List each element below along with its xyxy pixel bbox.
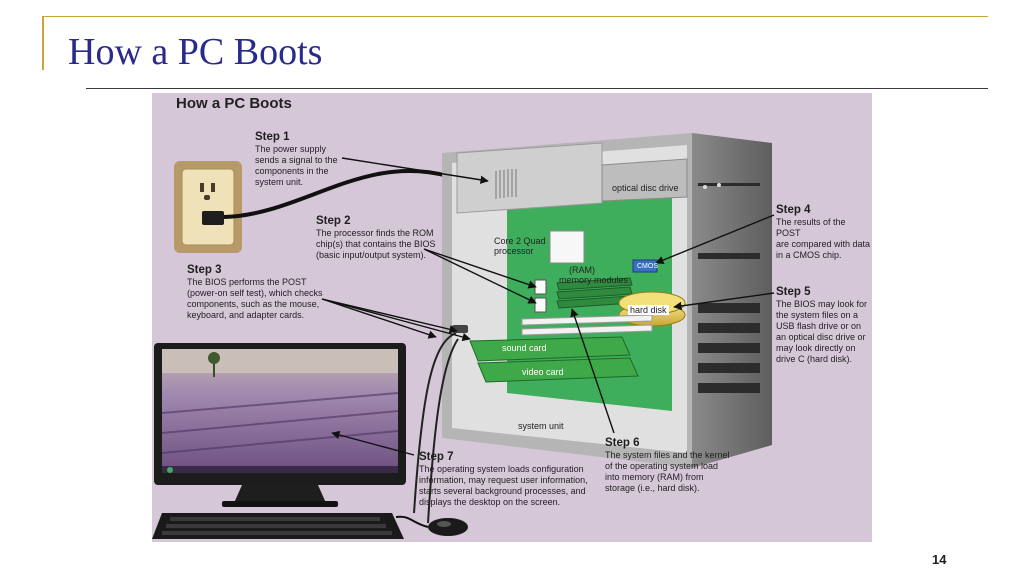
step-5-line: may look directly on — [776, 343, 856, 353]
accent-line-top — [42, 16, 988, 17]
step-1-line: The power supply — [255, 144, 327, 154]
step-2-line: chip(s) that contains the BIOS — [316, 239, 436, 249]
label-processor-line2: processor — [494, 246, 534, 256]
step-3-line: (power-on self test), which checks — [187, 288, 323, 298]
processor-chip — [549, 230, 585, 264]
label-video-card: video card — [522, 367, 564, 377]
step-6-line: of the operating system load — [605, 461, 719, 471]
step-5: Step 5 The BIOS may look for the system … — [776, 285, 872, 365]
step-5-line: an optical disc drive or — [776, 332, 866, 342]
diagram-artwork — [152, 133, 775, 539]
step-1-line: components in the — [255, 166, 329, 176]
step-4-line: in a CMOS chip. — [776, 250, 842, 260]
step-7-line: starts several background processes, and — [419, 486, 586, 496]
step-7-title: Step 7 — [419, 451, 454, 463]
step-1-line: sends a signal to the — [255, 155, 338, 165]
cmos-chip — [632, 259, 658, 273]
optical-drive — [601, 158, 688, 202]
step-5-line: drive C (hard disk). — [776, 354, 853, 364]
label-processor-line1: Core 2 Quad — [494, 236, 546, 246]
rom-chip — [534, 279, 547, 295]
step-3-line: The BIOS performs the POST — [187, 277, 307, 287]
step-2-title: Step 2 — [316, 215, 351, 227]
boot-diagram: How a PC Boots optical disc drive Core 2… — [152, 93, 872, 542]
label-system-unit: system unit — [518, 421, 564, 431]
power-cord — [223, 169, 449, 219]
step-7: Step 7 The operating system loads config… — [419, 450, 599, 508]
step-6-line: The system files and the kernel — [605, 450, 730, 460]
step-7-line: displays the desktop on the screen. — [419, 497, 561, 507]
step-2: Step 2 The processor finds the ROM chip(… — [316, 214, 466, 261]
step-6: Step 6 The system files and the kernel o… — [605, 436, 755, 494]
step-6-line: storage (i.e., hard disk). — [605, 483, 700, 493]
title-rule — [86, 88, 988, 89]
sound-card — [469, 336, 631, 362]
label-optical-drive: optical disc drive — [612, 183, 679, 193]
step-4-line: The results of the POST — [776, 217, 846, 238]
step-3: Step 3 The BIOS performs the POST (power… — [187, 263, 347, 321]
label-hard-disk: hard disk — [628, 305, 669, 315]
step-4: Step 4 The results of the POST are compa… — [776, 203, 872, 261]
rom-chip — [534, 297, 547, 313]
step-3-title: Step 3 — [187, 264, 222, 276]
accent-line-left — [42, 16, 44, 70]
label-ram-line2: memory modules — [559, 275, 629, 285]
video-card — [477, 357, 639, 383]
mouse-icon — [395, 515, 468, 536]
system-unit-case — [442, 133, 772, 468]
step-2-line: The processor finds the ROM — [316, 228, 434, 238]
step-7-line: The operating system loads configuration — [419, 464, 584, 474]
step-6-line: into memory (RAM) from — [605, 472, 704, 482]
step-5-line: The BIOS may look for — [776, 299, 868, 309]
step-3-line: keyboard, and adapter cards. — [187, 310, 305, 320]
keyboard-icon — [152, 513, 404, 539]
step-7-line: information, may request user informatio… — [419, 475, 588, 485]
step-1-line: system unit. — [255, 177, 304, 187]
label-ram-line1: (RAM) — [569, 265, 595, 275]
label-sound-card: sound card — [502, 343, 547, 353]
step-1: Step 1 The power supply sends a signal t… — [255, 130, 365, 188]
monitor-icon — [154, 343, 406, 507]
slide-title: How a PC Boots — [68, 31, 323, 73]
step-1-title: Step 1 — [255, 131, 290, 143]
page-number: 14 — [932, 552, 947, 567]
step-4-title: Step 4 — [776, 204, 811, 216]
figure-title: How a PC Boots — [176, 95, 292, 112]
power-supply — [456, 142, 603, 214]
step-5-line: the system files on a — [776, 310, 859, 320]
step-5-title: Step 5 — [776, 286, 811, 298]
step-3-line: components, such as the mouse, — [187, 299, 320, 309]
callout-arrows — [321, 157, 775, 456]
power-outlet-icon — [174, 161, 242, 253]
step-4-line: are compared with data — [776, 239, 871, 249]
step-2-line: (basic input/output system). — [316, 250, 427, 260]
step-5-line: USB flash drive or on — [776, 321, 862, 331]
step-6-title: Step 6 — [605, 437, 640, 449]
label-cmos: CMOS — [637, 263, 658, 270]
